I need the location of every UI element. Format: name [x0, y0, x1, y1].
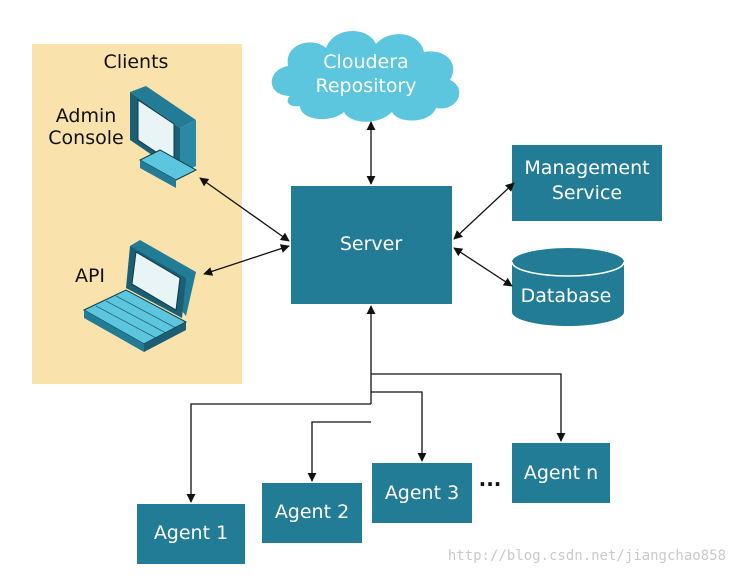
database-cylinder: [511, 248, 625, 326]
agent-n-box: [512, 443, 610, 503]
arrow-to-agent-1: [186, 403, 371, 503]
server-label: Server: [340, 233, 402, 255]
agents-ellipsis: ...: [479, 467, 502, 491]
agent-1-box: [137, 504, 245, 564]
arrow-to-agent-2: [307, 421, 371, 482]
agent-3-box: [372, 463, 472, 523]
arrow-to-agent-n: [371, 373, 566, 442]
connectors: [186, 121, 566, 503]
arrow-console-server: [199, 177, 290, 242]
agent-1-label: Agent 1: [154, 522, 228, 544]
management-service-box: [512, 145, 662, 221]
management-service-label-line2: Service: [552, 182, 622, 204]
laptop-icon: [82, 240, 196, 352]
api-label: API: [75, 265, 105, 287]
clients-title: Clients: [104, 51, 169, 73]
arrow-server-database: [453, 247, 513, 287]
cloud-icon: [271, 30, 460, 122]
agent-3-label: Agent 3: [385, 482, 459, 504]
watermark-text: http://blog.csdn.net/jiangchao858: [448, 548, 726, 564]
arrow-server-management: [453, 182, 515, 240]
arrow-to-agent-3: [371, 391, 427, 462]
agent-2-box: [262, 483, 362, 543]
repository-label-line2: Repository: [315, 75, 416, 97]
agent-n-label: Agent n: [524, 462, 598, 484]
monitor-icon: [130, 86, 198, 188]
repository-label-line1: Cloudera: [323, 51, 408, 73]
arrow-api-server: [203, 244, 290, 276]
admin-console-label-line1: Admin: [56, 105, 117, 127]
server-box: [291, 186, 452, 304]
management-service-label-line1: Management: [524, 157, 649, 179]
admin-console-label-line2: Console: [48, 127, 123, 149]
agent-2-label: Agent 2: [275, 501, 349, 523]
database-label: Database: [521, 285, 612, 307]
